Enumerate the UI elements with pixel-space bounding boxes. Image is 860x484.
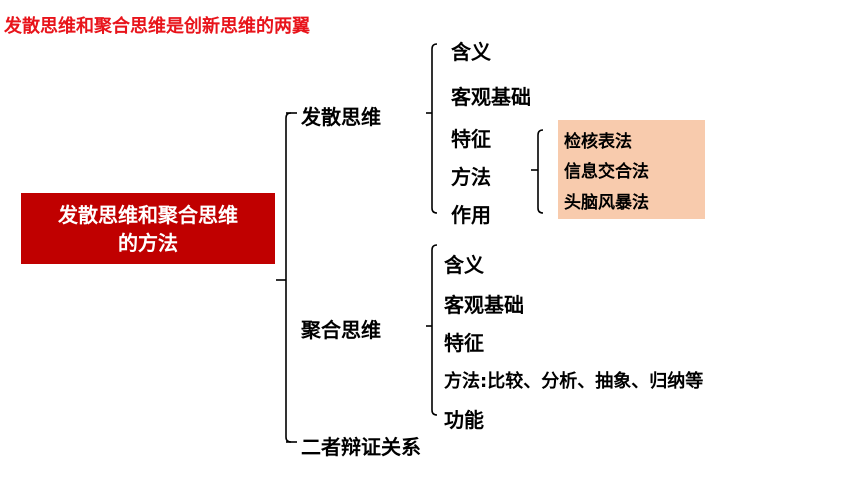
convergent-item: 功能 [444, 408, 484, 432]
divergent-item: 客观基础 [451, 85, 531, 109]
convergent-bracket [431, 244, 438, 416]
convergent-item: 特征 [444, 331, 484, 355]
main-bracket [285, 112, 292, 443]
methods-bracket [537, 129, 544, 214]
method-item: 信息交合法 [564, 162, 649, 182]
divergent-label: 发散思维 [301, 105, 381, 129]
root-node-line2: 的方法 [118, 230, 178, 255]
page-title: 发散思维和聚合思维是创新思维的两翼 [4, 16, 310, 37]
divergent-bracket [431, 43, 438, 214]
convergent-label: 聚合思维 [301, 318, 381, 342]
root-node: 发散思维和聚合思维 的方法 [21, 193, 275, 264]
divergent-item: 方法 [451, 165, 491, 189]
methods-box [558, 120, 705, 219]
divergent-item: 作用 [451, 203, 491, 227]
convergent-item: 客观基础 [444, 293, 524, 317]
dialectic-label: 二者辩证关系 [301, 435, 421, 459]
convergent-item: 含义 [444, 253, 484, 277]
root-node-line1: 发散思维和聚合思维 [58, 202, 238, 227]
method-item: 检核表法 [564, 132, 632, 152]
divergent-item: 含义 [451, 40, 491, 64]
convergent-item: 方法:比较、分析、抽象、归纳等 [444, 371, 704, 392]
divergent-item: 特征 [451, 127, 491, 151]
method-item: 头脑风暴法 [564, 193, 649, 213]
